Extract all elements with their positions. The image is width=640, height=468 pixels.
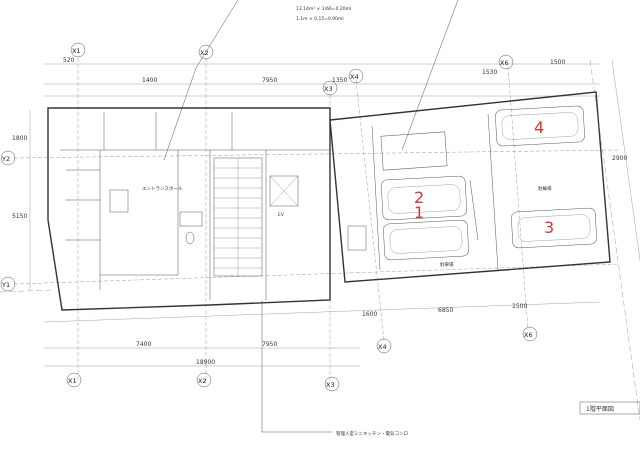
dim-top-e: 1530 (482, 69, 497, 76)
svg-text:X4: X4 (378, 343, 387, 351)
parking-bay-group (381, 105, 597, 261)
callout-kitchen: 管理人室ミニキッチン・電気コンロ (336, 430, 408, 437)
grid-bubble-x6-bottom: X6 (522, 326, 538, 342)
dim-left-b: 5150 (12, 213, 27, 220)
dim-bot-a: 1600 (362, 311, 377, 318)
svg-text:X3: X3 (326, 381, 335, 389)
room-label-bicycle: 駐輪場 (538, 185, 552, 192)
dim-top-f: 1500 (550, 59, 565, 66)
building-outline-left (47, 107, 331, 311)
dim-bot-b: 6850 (438, 307, 453, 314)
grid-bubble-x1-top: X1 (70, 42, 86, 58)
svg-text:Y2: Y2 (1, 155, 10, 163)
svg-text:1階平面図: 1階平面図 (586, 405, 614, 413)
room-label-parking: 駐車場 (440, 261, 454, 268)
svg-text:X4: X4 (350, 73, 359, 81)
dim-left-a: 1800 (12, 135, 27, 142)
grid-bubble-x6-top: X6 (498, 54, 514, 70)
grid-bubble-x4-top: X4 (348, 68, 364, 84)
grid-bubble-x2-bottom: X2 (196, 372, 212, 388)
dim-top-c: 7950 (262, 77, 277, 84)
svg-text:Y1: Y1 (1, 281, 10, 289)
grid-bubble-x4-bottom: X4 (376, 338, 392, 354)
grid-bubble-x2-top: X2 (198, 44, 214, 60)
svg-text:X6: X6 (524, 331, 533, 339)
svg-text:X3: X3 (324, 85, 333, 93)
dim-bot-total: 18900 (196, 359, 215, 366)
svg-text:EV: EV (278, 212, 285, 218)
elevator-shaft: EV (269, 175, 299, 218)
dim-top-a: 520 (63, 57, 75, 64)
parking-number-1: 1 (414, 203, 424, 222)
dim-right-c: 2900 (612, 155, 627, 162)
grid-bubble-x3-top: X3 (322, 80, 338, 96)
grid-bubble-y1: Y1 (0, 276, 16, 292)
dim-top-b: 1400 (142, 77, 157, 84)
building-outline-right (329, 91, 611, 283)
svg-text:X1: X1 (72, 47, 81, 55)
room-label-entrance: エントランスホール (142, 186, 183, 192)
grid-bubble-x3-bottom: X3 (324, 376, 340, 392)
svg-text:X1: X1 (68, 377, 77, 385)
toilet-fixture (185, 231, 195, 245)
parking-number-3: 3 (544, 218, 554, 237)
dim-top-d: 1350 (332, 77, 347, 84)
stairs (213, 157, 263, 277)
dim-bot-d: 7400 (136, 341, 151, 348)
dim-bot-e: 7950 (262, 341, 277, 348)
svg-text:X6: X6 (500, 59, 509, 67)
parking-number-2: 2 (414, 188, 424, 207)
leader-line-top (163, 0, 239, 161)
svg-text:X2: X2 (198, 377, 207, 385)
sheet-title-block: 1階平面図 (579, 401, 640, 415)
svg-text:X2: X2 (200, 49, 209, 57)
dim-bot-c: 1500 (512, 303, 527, 310)
grid-bubble-y2: Y2 (0, 150, 16, 166)
parking-number-4: 4 (534, 118, 544, 137)
callout-leader (261, 300, 332, 433)
header-area-line-1: 13.14m² × 1/66=0.20ml (296, 6, 351, 12)
header-area-line-2: 1.1m × 0.15=0.90ml (296, 16, 344, 22)
grid-bubble-x1-bottom: X1 (66, 372, 82, 388)
leader-line-top-right (401, 0, 459, 151)
